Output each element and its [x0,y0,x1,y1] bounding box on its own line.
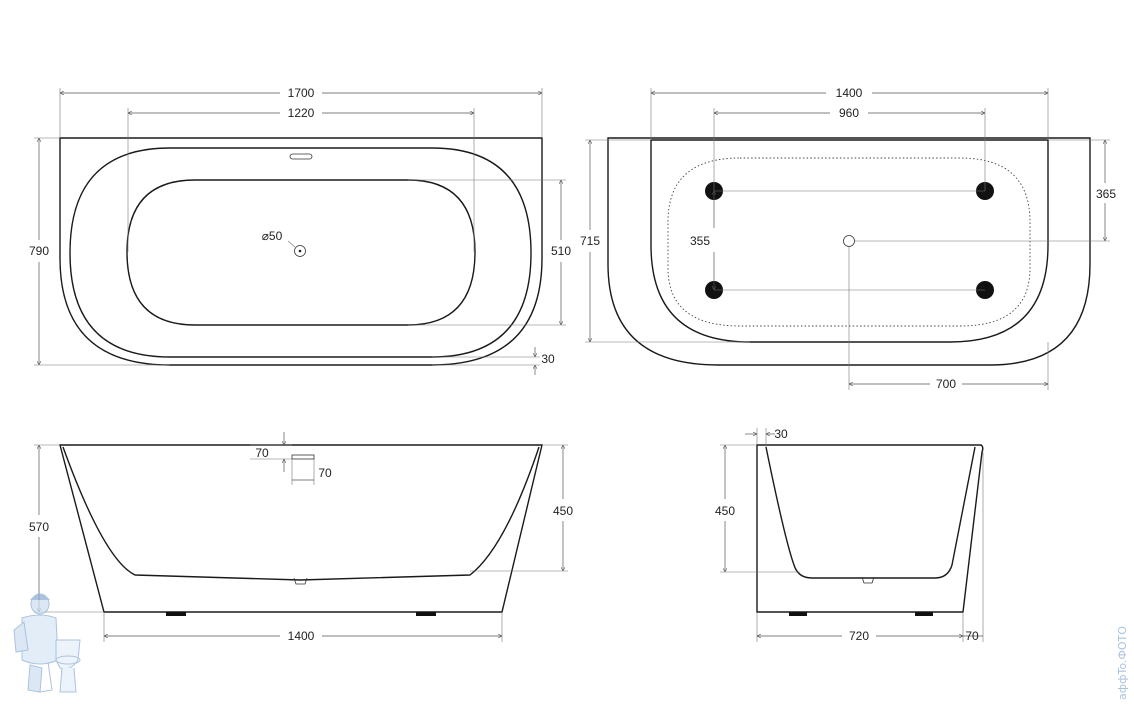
dim-70-overflow-width: 70 [318,466,332,480]
drain-circle [843,235,855,247]
plumber-mascot-icon [13,593,81,693]
tub-basin-profile [765,446,976,579]
dim-30-rim: 30 [541,352,555,366]
dim-1400-top: 1400 [836,86,863,100]
front-elevation: 70 70 570 450 1400 [29,432,573,643]
dim-510: 510 [551,244,571,258]
tub-outer-outline [607,137,1091,366]
foot-left [789,612,807,616]
dim-450-front: 450 [553,504,573,518]
side-elevation: 30 450 720 70 [715,427,984,643]
watermark-text: aффTo.ФОТО [1116,626,1129,700]
basin-footprint-dotted [667,157,1031,327]
dim-720: 720 [849,629,869,643]
drain-fitting [293,577,308,585]
dim-drain-diameter: ⌀50 [262,229,283,243]
dim-450-side: 450 [715,504,735,518]
top-view-front: 1700 1220 790 510 ⌀50 30 [29,86,571,375]
tub-basin-outline [126,179,476,326]
overflow-fitting [291,454,315,460]
dim-70-overhang: 70 [965,629,979,643]
foot-right [915,612,933,616]
dim-570: 570 [29,520,49,534]
tub-body-outline [756,444,984,613]
tub-basin-profile [62,446,540,581]
dim-1700: 1700 [288,86,315,100]
foot-left [166,612,186,616]
dim-365: 365 [1096,187,1116,201]
drain-circle [294,245,306,257]
dim-960: 960 [839,106,859,120]
tub-body-outline [59,444,543,613]
drain-center [298,249,302,253]
dim-355: 355 [690,234,710,248]
dim-700: 700 [936,377,956,391]
dim-1220: 1220 [288,106,315,120]
dim-30-rim-side: 30 [774,427,788,441]
drain-fitting [861,576,875,584]
dim-715: 715 [580,234,600,248]
overflow-slot [289,153,313,160]
dim-1400-base: 1400 [288,629,315,643]
dim-790: 790 [29,244,49,258]
dim-70-overflow-height: 70 [255,446,269,460]
foot-right [416,612,436,616]
tub-inner-outline [650,139,1049,343]
top-view-side: 1400 960 715 355 365 700 [580,86,1116,391]
